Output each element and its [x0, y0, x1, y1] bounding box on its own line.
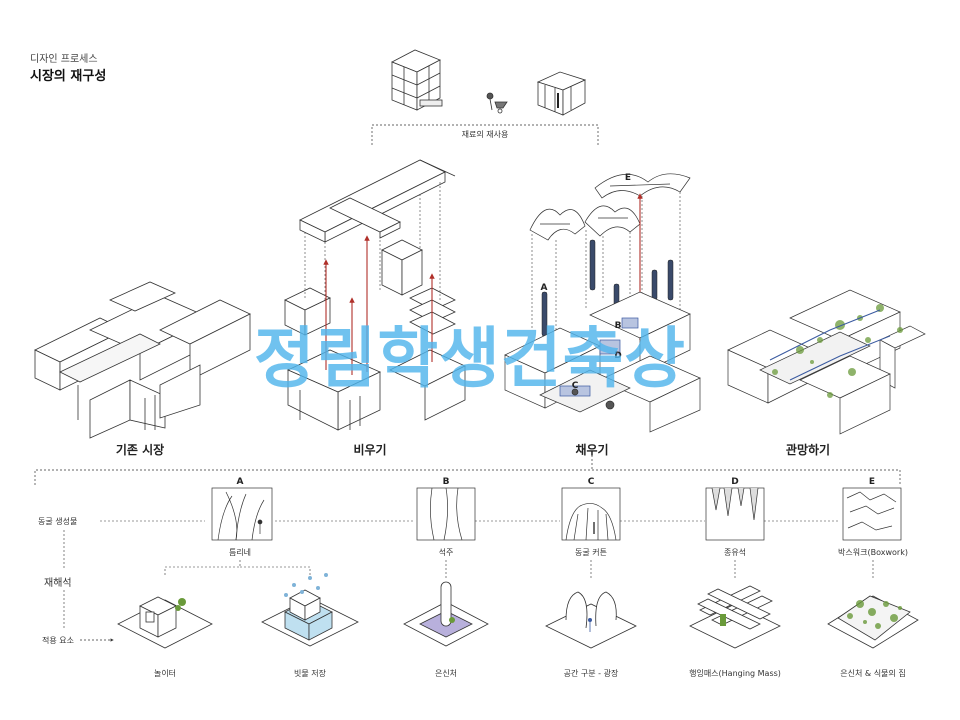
row-label-cave-formations: 동굴 생성물	[38, 517, 78, 526]
emptying-red-arrows	[323, 235, 435, 375]
applied-name-plaza: 공간 구분 - 광장	[563, 669, 619, 678]
stage-label-existing: 기존 시장	[115, 443, 165, 457]
overlooking-blue-structure	[769, 309, 891, 381]
applied-model-plaza	[545, 591, 637, 649]
formation-letter-b: B	[442, 477, 450, 487]
fill-marker-a: A	[540, 283, 548, 293]
fill-marker-e: E	[624, 173, 632, 183]
formation-name-d: 종유석	[723, 548, 747, 557]
applied-model-hanging-mass	[689, 585, 781, 649]
formation-letter-a: A	[236, 477, 244, 487]
worker-wheelbarrow-icon	[486, 92, 508, 114]
raindrop-icons	[284, 573, 328, 597]
diagram-subtitle: 디자인 프로세스	[30, 54, 98, 65]
applied-plant-cluster	[847, 600, 902, 629]
filling-canopies	[529, 173, 691, 241]
reuse-frame-block	[536, 71, 587, 116]
applied-name-playground: 놀이터	[153, 669, 177, 678]
applied-model-plant-shelter	[827, 595, 919, 649]
applied-model-rainwater	[261, 589, 359, 647]
applied-name-hanging-mass: 행잉매스(Hanging Mass)	[689, 669, 781, 678]
emptying-roof-cross	[299, 159, 456, 243]
formation-thumb-e	[842, 487, 902, 541]
row-label-reinterpretation: 재해석	[44, 578, 72, 589]
formation-name-a: 틈리네	[228, 548, 252, 557]
reuse-frame-tower	[391, 49, 443, 111]
formation-name-c: 동굴 커튼	[575, 548, 607, 557]
formation-name-b: 석주	[438, 548, 454, 557]
formation-thumb-a	[211, 487, 273, 541]
fill-marker-b: B	[614, 321, 622, 331]
diagram-title: 시장의 재구성	[30, 69, 107, 84]
row-label-applied-elements: 적용 요소	[42, 636, 74, 645]
fill-marker-c: C	[571, 381, 579, 391]
formation-thumb-b	[416, 487, 476, 541]
emptying-market-model	[284, 239, 466, 431]
stage-label-filling: 채우기	[575, 443, 609, 457]
formation-name-e: 박스워크(Boxwork)	[838, 548, 908, 557]
stage-label-overlooking: 관망하기	[785, 443, 831, 457]
stage-label-emptying: 비우기	[353, 443, 387, 457]
applied-name-plant-shelter: 은신처 & 식물의 집	[840, 669, 906, 678]
existing-market-model	[34, 281, 251, 439]
applied-model-playground	[117, 596, 213, 649]
formation-thumb-d	[705, 487, 765, 541]
emptying-dashed-guides	[304, 182, 441, 300]
fill-marker-d: D	[614, 351, 622, 361]
reuse-label: 재료의 재사용	[461, 130, 509, 139]
applied-model-shelter	[403, 581, 489, 647]
formation-thumb-c	[561, 487, 621, 541]
filling-market-model	[504, 291, 701, 433]
filling-dashed-guides	[531, 192, 681, 330]
formation-letter-c: C	[587, 477, 595, 487]
formation-letter-e: E	[868, 477, 876, 487]
applied-name-shelter: 은신처	[434, 669, 458, 678]
formation-letter-d: D	[731, 477, 739, 487]
applied-name-rainwater: 빗물 저장	[294, 669, 326, 678]
